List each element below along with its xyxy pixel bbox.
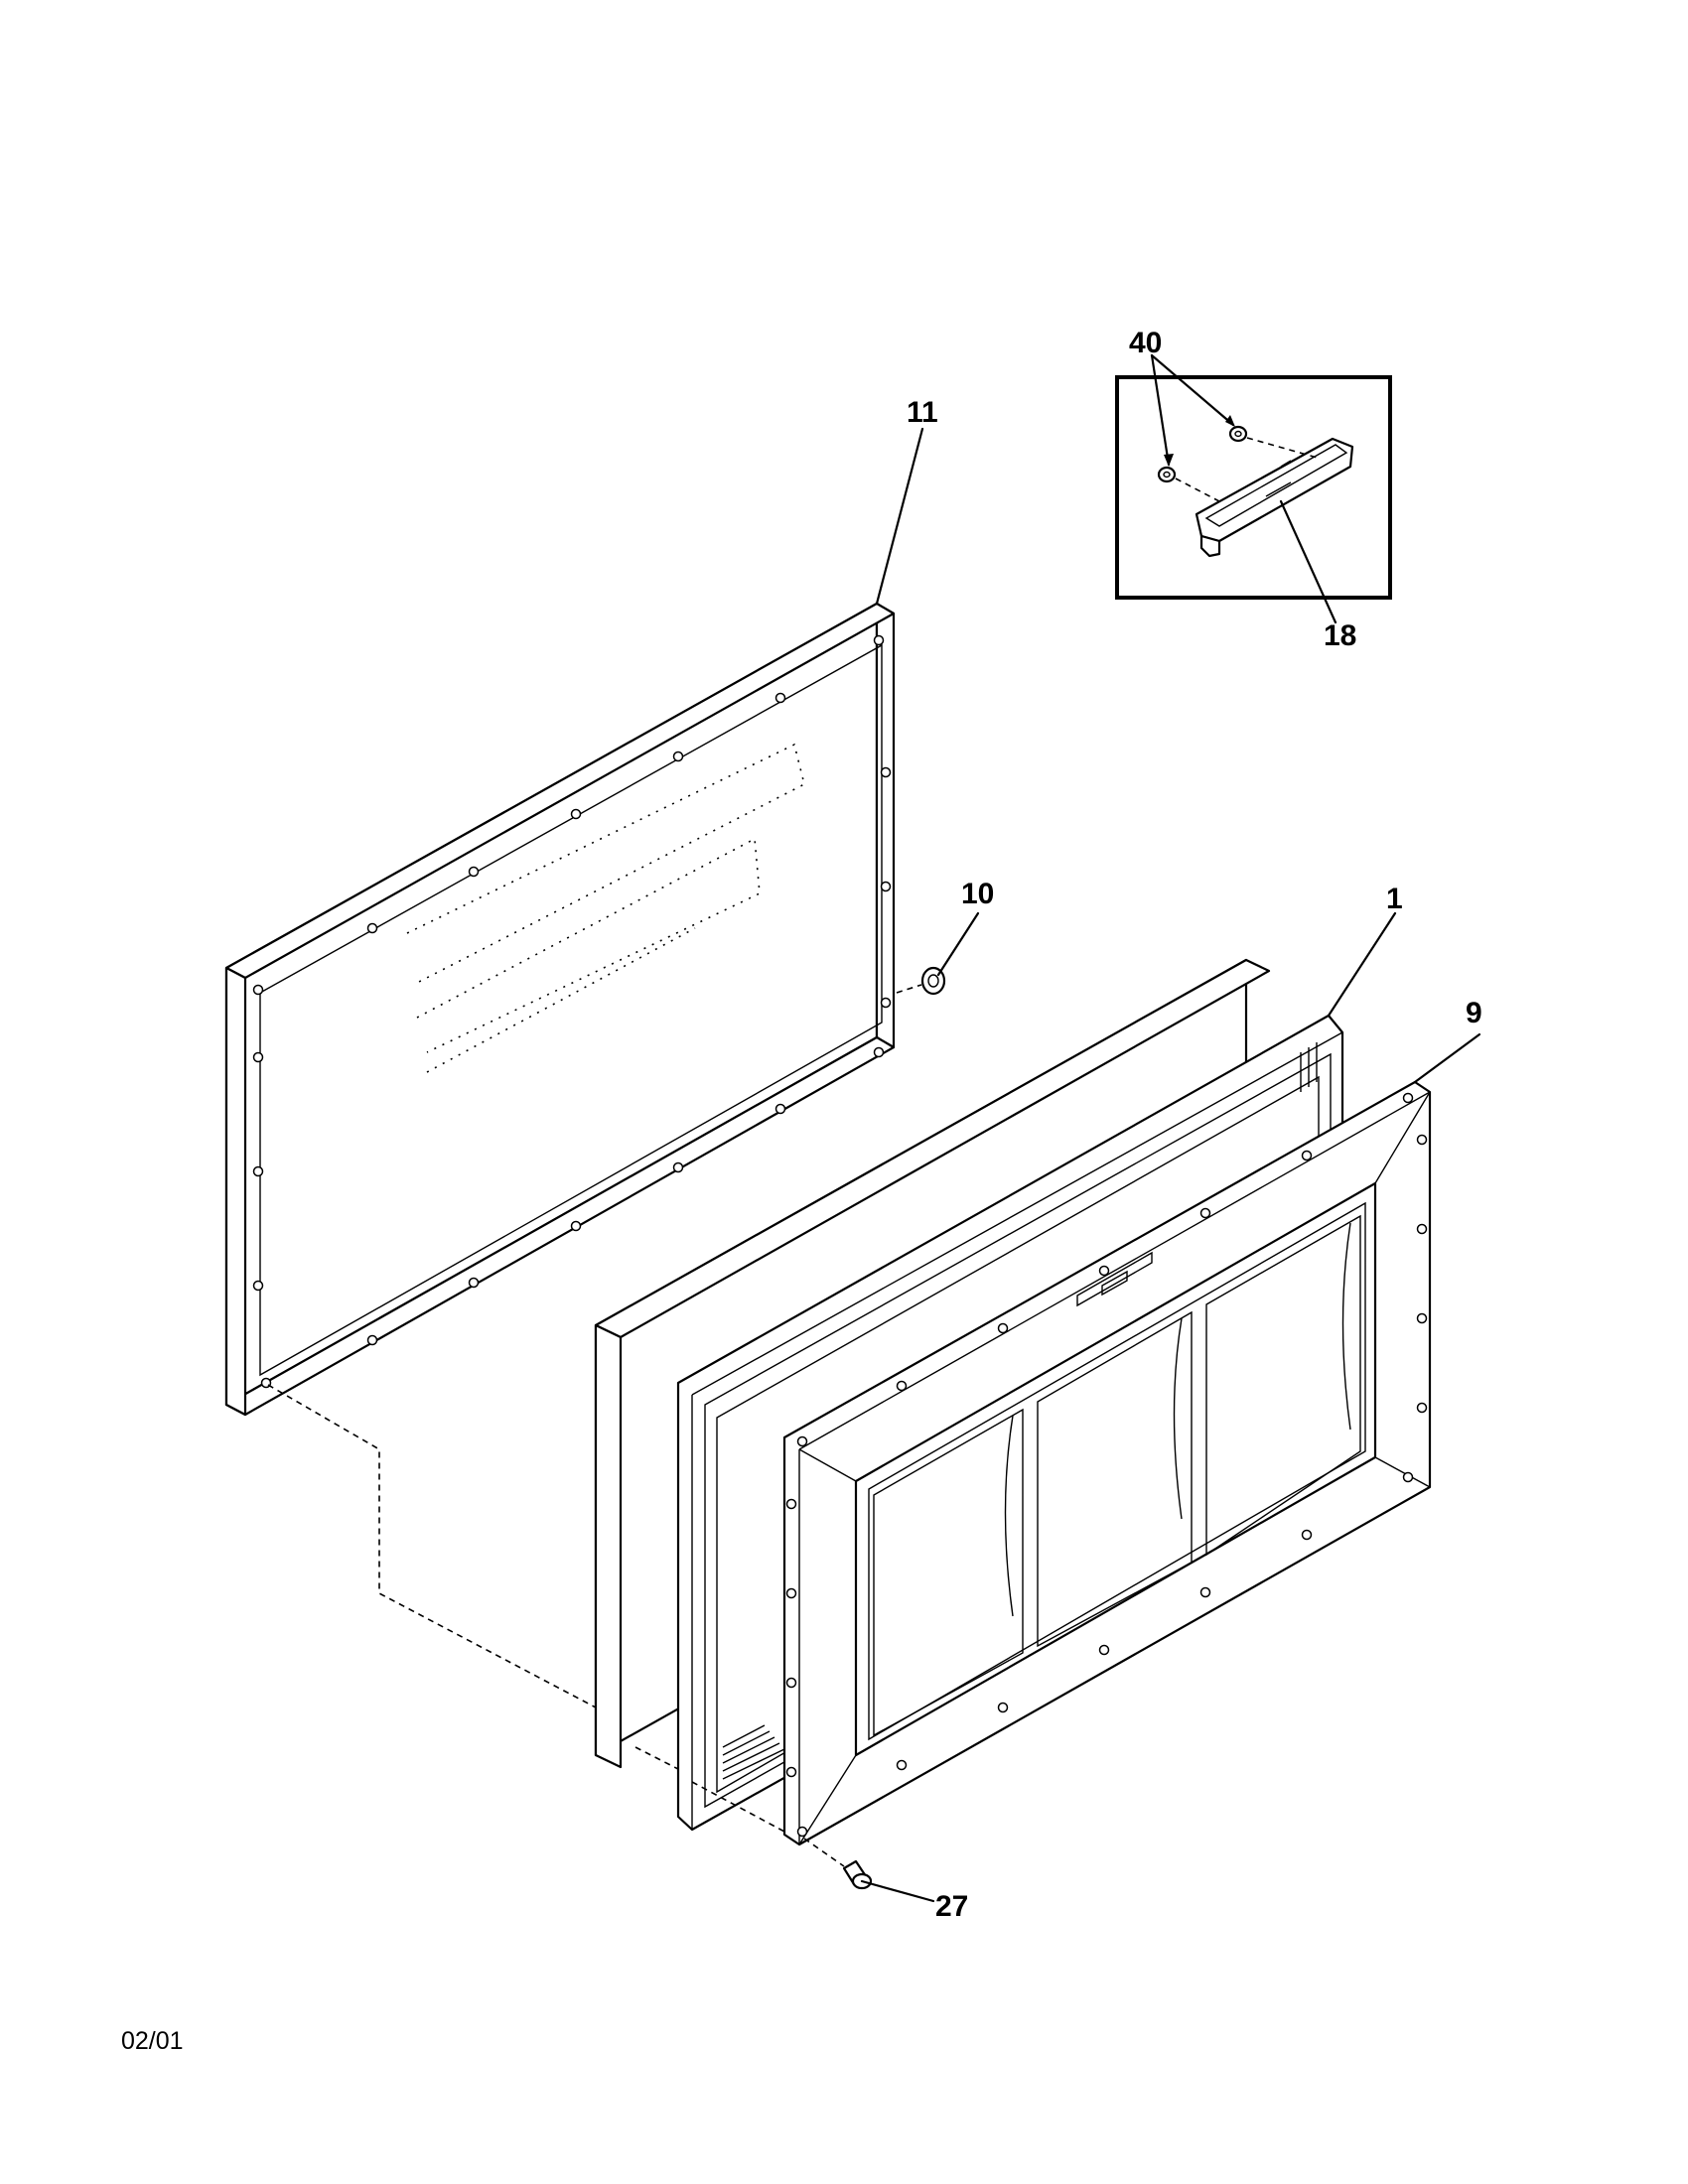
gasket-corner-hatch — [722, 1724, 785, 1780]
callout-1: 1 — [1386, 883, 1403, 915]
door-frame-screw-holes — [785, 1092, 1428, 1838]
callout-11: 11 — [907, 396, 938, 429]
part-9-door-frame — [782, 1080, 1432, 1846]
leader-lines — [860, 353, 1481, 1903]
part-27-push-pin — [803, 1838, 873, 1890]
date-code: 02/01 — [121, 2027, 184, 2055]
callout-40: 40 — [1129, 327, 1162, 359]
callout-18: 18 — [1324, 619, 1356, 652]
callout-9: 9 — [1466, 997, 1482, 1029]
part-11-inner-panel — [224, 602, 896, 1417]
callout-27: 27 — [935, 1890, 968, 1923]
assembly-dashed-lines — [267, 1384, 785, 1833]
callout-10: 10 — [961, 878, 994, 910]
panel-screw-holes — [252, 634, 892, 1389]
inset-box — [1115, 375, 1392, 600]
part-10-plug — [896, 966, 946, 996]
part-40-nuts — [1157, 425, 1322, 502]
gasket-corner-hatch-right — [1300, 1042, 1318, 1092]
part-18-handle — [1195, 437, 1354, 558]
callout-labels: 11 40 18 10 1 9 27 — [907, 327, 1482, 1923]
